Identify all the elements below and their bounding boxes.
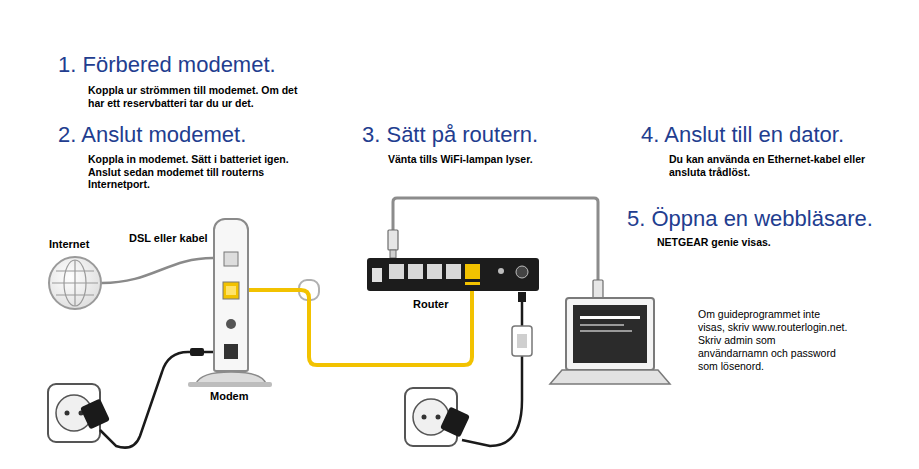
step-text: Koppla ur strömmen till modemet. Om det … [88,84,313,109]
router-box: Router [367,258,539,291]
parallel [52,282,98,283]
outlet-hole [65,411,70,416]
step-text: Du kan använda en Ethernet-kabel eller a… [669,153,867,178]
dsl-port [224,252,238,266]
parallel [56,294,94,295]
internet-port-mark [465,282,480,285]
step-text: Vänta tills WiFi-lampan lyser. [388,153,588,166]
reset-button [226,319,236,329]
ethernet-port [223,282,239,299]
laptop-lid [566,298,654,370]
ethernet-plug [388,230,398,250]
ethernet-plug [226,286,236,295]
globe-grid [50,258,100,308]
ethernet-plug-tip [390,250,396,258]
dc-port [516,266,528,278]
reset-hole [498,268,504,274]
screen-line [580,330,632,332]
power-cable [100,352,213,448]
lan-port [389,264,404,279]
step-heading: 3. Sätt på routern. [362,122,538,148]
router-back-panel [367,258,539,291]
laptop-base [550,370,670,384]
step-text: NETGEAR genie visas. [657,236,857,249]
usb-port [372,268,382,282]
outlet-hole [436,415,441,420]
screen-line [580,324,624,326]
lan-port [427,264,442,279]
step-heading: 4. Anslut till en dator. [641,122,844,148]
power-port [224,344,238,359]
step-heading: 2. Anslut modemet. [58,122,246,148]
internet-globe: Internet [48,256,102,310]
step-text: Koppla in modemet. Sätt i batteriet igen… [88,153,320,191]
power-plug [440,406,470,437]
node-label: Internet [49,238,89,251]
outlet-hole [422,415,427,420]
power-adapter-mark [517,334,527,348]
step-heading: 1. Förbered modemet. [58,52,276,78]
dc-plug [518,292,526,302]
modem-face [215,220,247,370]
power-plug [80,398,110,429]
lan-port [408,264,423,279]
ethernet-plug [593,280,603,298]
dsl-cable [102,258,213,283]
power-adapter [512,326,532,356]
step-heading: 5. Öppna en webbläsare. [627,206,873,232]
internet-port [465,264,480,279]
node-label: Modem [210,390,249,403]
lan-port [446,264,461,279]
parallel [56,270,94,271]
screen-line [580,316,640,319]
ethernet-cable [249,290,472,365]
node-label: Router [413,298,448,311]
modem-base [188,382,272,387]
laptop-screen [573,305,647,363]
login-note: Om guideprogrammet inte visas, skriv www… [698,308,848,373]
edge-label: DSL eller kabel [127,232,210,245]
modem-box: Modem [213,218,249,372]
power-jack [190,348,204,356]
